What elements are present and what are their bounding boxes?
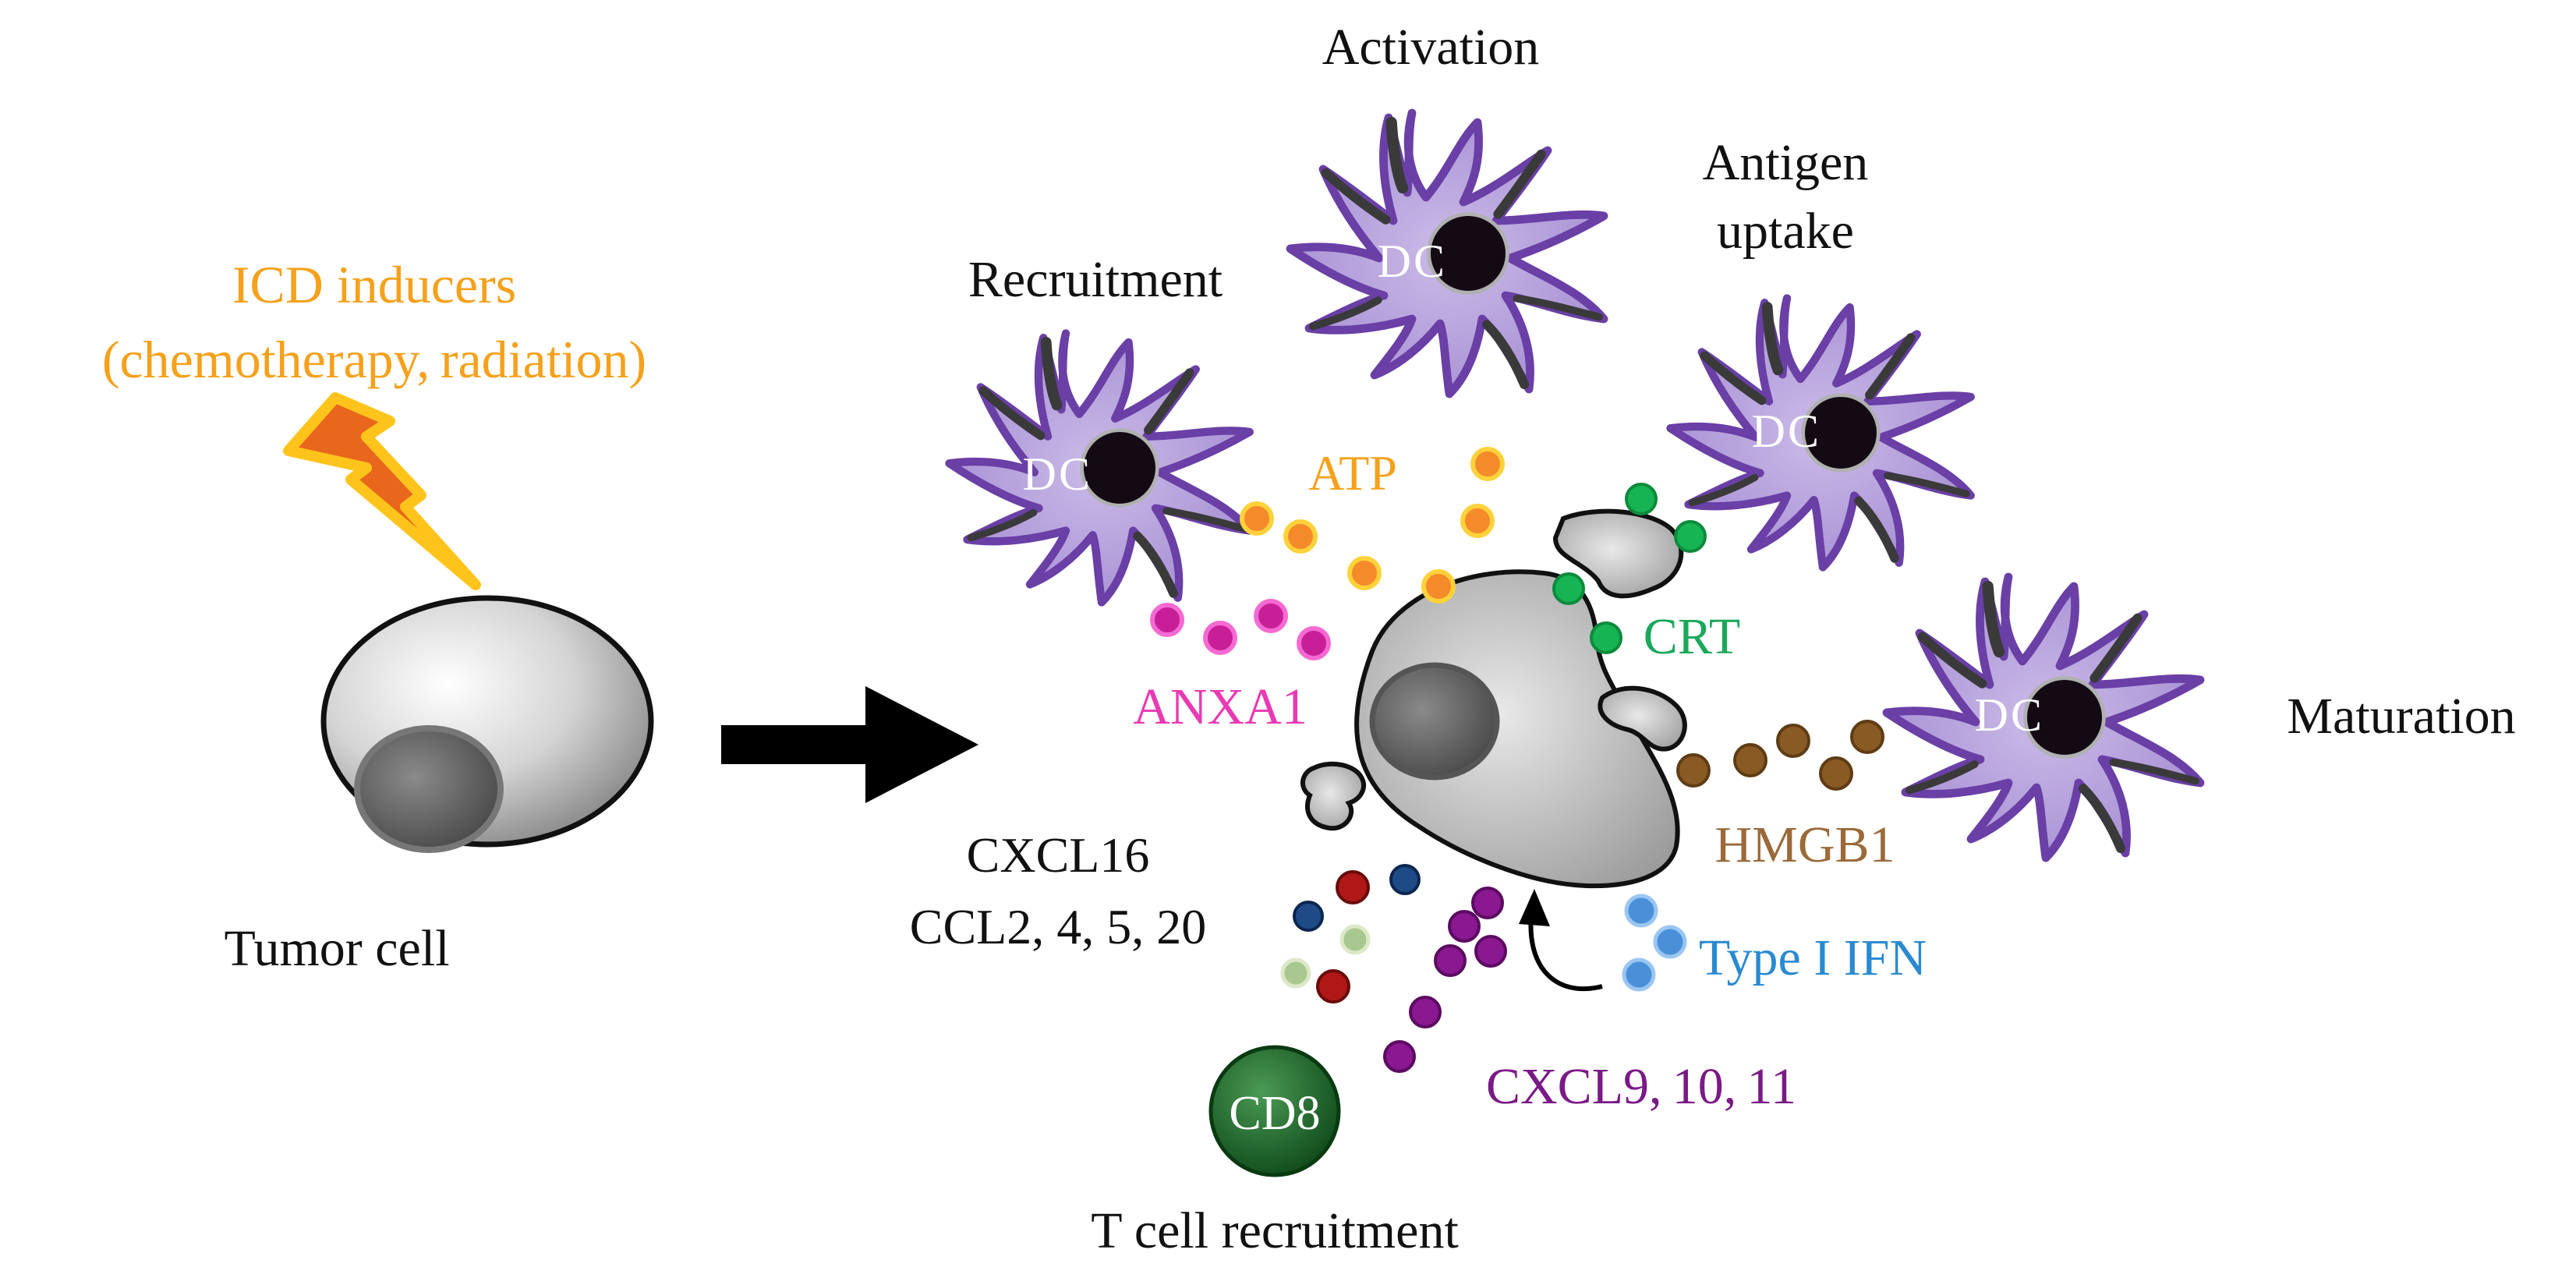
dendritic-cell-recruitment (950, 334, 1250, 603)
crt-label: CRT (1644, 608, 1740, 665)
type-i-ifn-label: Type I IFN (1699, 929, 1927, 986)
ifn-feedback-arrow (1519, 889, 1603, 992)
hmgb1-molecules (1676, 720, 1884, 791)
antigen-uptake-label-2: uptake (1717, 203, 1854, 260)
atp-molecules (1240, 447, 1505, 604)
svg-text:C: C (1788, 405, 1819, 457)
dc-label-activation: D C (1378, 235, 1445, 287)
hmgb1-label: HMGB1 (1714, 816, 1895, 873)
dendritic-cell-antigen-uptake (1671, 299, 1971, 568)
crt-molecules (1552, 483, 1707, 654)
progression-arrow (721, 686, 978, 803)
svg-text:C: C (1414, 235, 1445, 287)
activation-label: Activation (1322, 19, 1540, 76)
svg-text:C: C (1059, 448, 1090, 500)
dendritic-cell-maturation (1887, 577, 2200, 858)
svg-text:C: C (2011, 689, 2042, 741)
dc-label-recruitment: D C (1023, 448, 1090, 500)
dc-label-antigen: D C (1752, 405, 1819, 457)
cxcl9-10-11-label: CXCL9, 10, 11 (1486, 1058, 1796, 1115)
tumor-cell-label: Tumor cell (224, 920, 449, 977)
atp-label: ATP (1308, 445, 1397, 501)
type-i-ifn-molecules (1622, 894, 1687, 992)
icd-inducers-label: ICD inducers (232, 255, 516, 314)
cell-fragment-right (1598, 685, 1687, 752)
maturation-label: Maturation (2287, 688, 2515, 745)
icd-inducers-examples: (chemotherapy, radiation) (102, 330, 646, 389)
cell-fragment-left (1300, 761, 1366, 831)
ccl-label: CCL2, 4, 5, 20 (910, 899, 1206, 954)
recruitment-label: Recruitment (968, 251, 1223, 308)
svg-text:D: D (1023, 448, 1056, 500)
anxa1-label: ANXA1 (1133, 678, 1307, 735)
anxa1-molecules (1150, 599, 1331, 660)
dendritic-cell-activation (1290, 113, 1604, 394)
chemokine-molecules (1280, 864, 1421, 1004)
lightning-icon (283, 392, 481, 590)
antigen-uptake-label-1: Antigen (1703, 134, 1869, 191)
svg-text:D: D (1975, 689, 2008, 741)
cxcl9-10-11-molecules (1383, 887, 1507, 1073)
cxcl16-label: CXCL16 (967, 827, 1150, 883)
svg-text:D: D (1378, 235, 1411, 287)
svg-text:D: D (1752, 405, 1785, 457)
dc-label-maturation: D C (1975, 689, 2042, 741)
cd8-t-cell: CD8 (1208, 1045, 1341, 1177)
t-cell-recruitment-label: T cell recruitment (1091, 1202, 1459, 1259)
cd8-label: CD8 (1229, 1087, 1320, 1140)
tumor-cell (320, 595, 654, 853)
